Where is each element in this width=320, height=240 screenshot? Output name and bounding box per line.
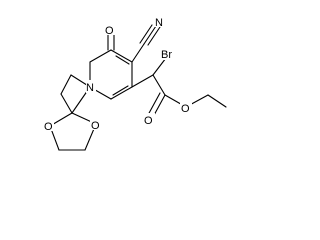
chemical-structure: O O N O N Br O O bbox=[43, 15, 227, 151]
atom-ketone-oxygen: O bbox=[105, 25, 114, 37]
atom-oxygen-left: O bbox=[44, 121, 53, 133]
atom-ester-oxygen: O bbox=[181, 103, 190, 115]
atom-bromine: Br bbox=[161, 49, 172, 61]
atom-oxygen-right: O bbox=[91, 120, 100, 132]
atom-ring-nitrogen: N bbox=[86, 82, 94, 94]
bond-lines bbox=[49, 24, 227, 151]
atom-labels: O O N O N Br O O bbox=[43, 15, 192, 133]
atom-carbonyl-oxygen: O bbox=[144, 115, 153, 127]
atom-nitrile-nitrogen: N bbox=[155, 17, 163, 29]
